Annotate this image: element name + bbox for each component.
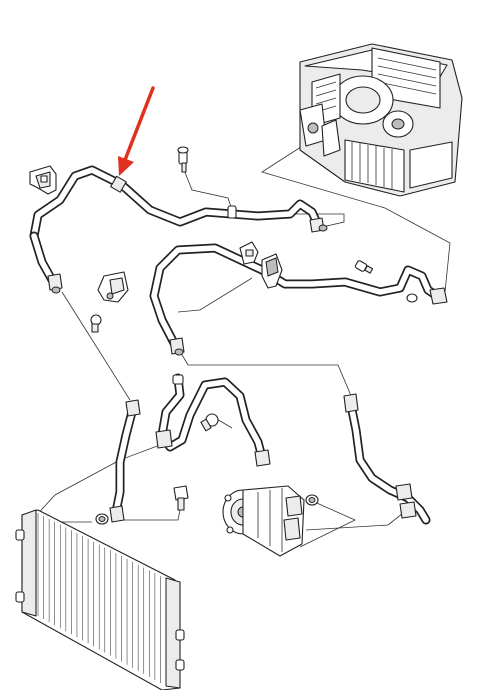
compressor-bolt: [173, 485, 189, 511]
hose-clips-middle: [239, 241, 283, 289]
ac-suction-hose-upper: [29, 165, 328, 294]
ac-compressor: [222, 485, 305, 557]
pressure-sensor-valve: [177, 146, 189, 173]
ac-discharge-hose: [155, 373, 271, 467]
mounting-bracket-bolt: [90, 271, 129, 333]
ac-condenser: [15, 509, 185, 690]
ac-liquid-line-middle: [149, 243, 448, 356]
hvac-evaporator-module: [299, 43, 463, 197]
ac-suction-hose-lower: [305, 393, 431, 525]
hose-bracket-top-left: [29, 165, 57, 195]
highlight-arrow: [118, 86, 155, 176]
ac-condenser-line: [95, 399, 141, 525]
